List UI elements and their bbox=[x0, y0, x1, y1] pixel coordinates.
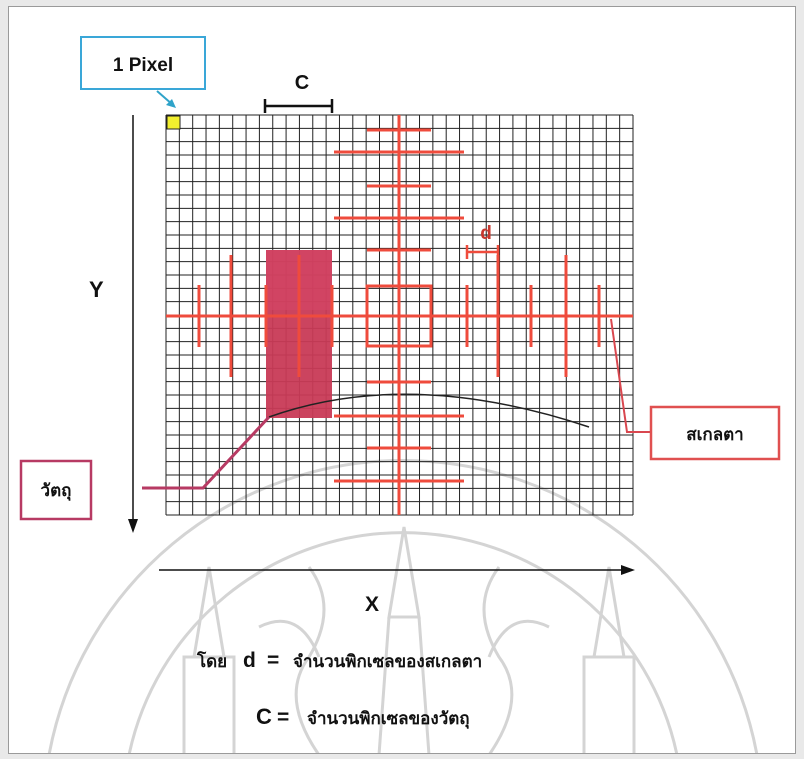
diagram-frame: 1 Pixel C d Y X สเกลตา วัตถุ โดย d = จำน… bbox=[8, 6, 796, 754]
c-bracket bbox=[263, 99, 334, 113]
legend-line1-text: จำนวนพิกเซลของสเกลตา bbox=[293, 652, 482, 671]
x-axis-label: X bbox=[365, 593, 379, 616]
legend-line2-text: จำนวนพิกเซลของวัตถุ bbox=[307, 709, 470, 729]
y-axis-arrowhead bbox=[128, 519, 138, 533]
eye-scale bbox=[166, 115, 633, 515]
scale-callout-line bbox=[610, 318, 651, 433]
legend-line1-prefix: โดย bbox=[196, 651, 227, 671]
y-axis-label: Y bbox=[89, 277, 104, 302]
scale-center-square bbox=[365, 284, 433, 348]
object-arc bbox=[268, 393, 590, 428]
scale-callout-label: สเกลตา bbox=[686, 425, 743, 444]
c-symbol: C bbox=[295, 72, 309, 94]
pixel-label-box bbox=[80, 36, 206, 90]
x-axis-arrowhead bbox=[621, 565, 635, 575]
object-callout-label: วัตถุ bbox=[41, 481, 72, 501]
legend-line2-var: C bbox=[256, 704, 272, 729]
object-callout-line bbox=[142, 415, 271, 490]
scale-callout-box bbox=[649, 405, 781, 461]
legend-line1-eq: = bbox=[267, 649, 279, 672]
legend-line1-var: d bbox=[243, 649, 256, 672]
diagram-canvas: 1 Pixel C d Y X สเกลตา วัตถุ โดย d = จำน… bbox=[19, 36, 781, 753]
pixel-pointer-arrowhead bbox=[166, 99, 176, 108]
object-callout-box bbox=[19, 459, 93, 521]
watermark-seal bbox=[47, 458, 759, 753]
legend-line2-eq: = bbox=[277, 706, 289, 729]
pixel-label: 1 Pixel bbox=[113, 55, 173, 76]
highlighted-pixel bbox=[166, 115, 181, 130]
d-symbol: d bbox=[480, 223, 492, 244]
d-bracket bbox=[465, 245, 500, 259]
